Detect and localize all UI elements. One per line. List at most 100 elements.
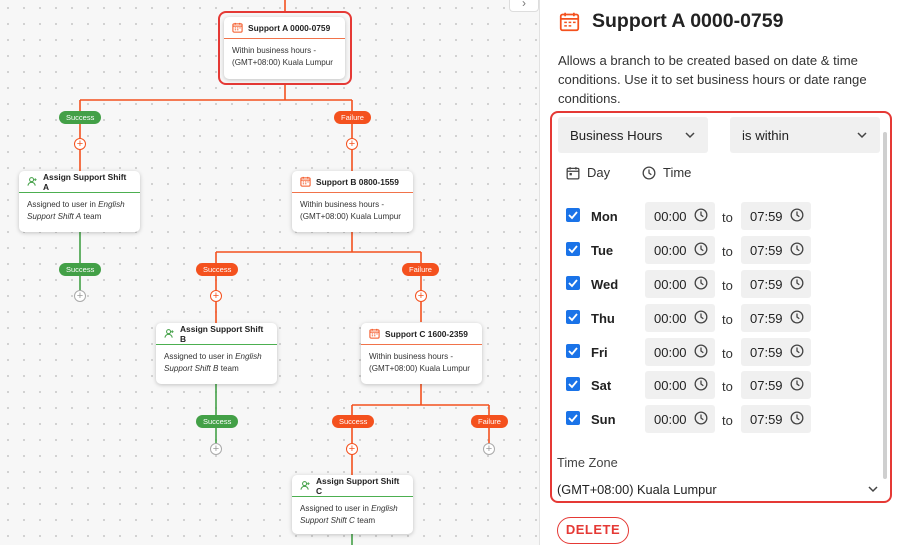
team-name: Support Shift C xyxy=(300,516,355,525)
chevron-down-icon xyxy=(685,132,695,139)
add-step-plus-icon[interactable]: + xyxy=(415,290,427,302)
tab-time[interactable]: Time xyxy=(642,165,691,180)
start-time-field[interactable]: 00:00 xyxy=(645,236,715,264)
panel-title: Support A 0000-0759 xyxy=(592,10,784,32)
tab-day[interactable]: Day xyxy=(566,165,610,180)
day-row-thu: Thu 00:00 to 07:59 xyxy=(566,304,816,332)
node-title: Assign Support Shift A xyxy=(43,171,127,192)
day-row-wed: Wed 00:00 to 07:59 xyxy=(566,270,816,298)
timezone-select[interactable]: (GMT+08:00) Kuala Lumpur xyxy=(557,479,879,499)
start-time-field[interactable]: 00:00 xyxy=(645,202,715,230)
failure-branch-label: Failure xyxy=(471,415,508,428)
end-time-field[interactable]: 07:59 xyxy=(741,304,811,332)
add-step-plus-icon[interactable]: + xyxy=(346,443,358,455)
collapse-panel-button[interactable]: › xyxy=(509,0,539,12)
node-desc-line: Within business hours - xyxy=(300,200,385,209)
clock-icon xyxy=(694,344,708,358)
condition-node-support-b[interactable]: Support B 0800-1559 Within business hour… xyxy=(292,171,413,232)
day-checkbox[interactable] xyxy=(566,411,580,425)
clock-icon xyxy=(694,208,708,222)
day-row-sun: Sun 00:00 to 07:59 xyxy=(566,405,816,433)
timezone-value: (GMT+08:00) Kuala Lumpur xyxy=(557,481,717,497)
day-checkbox[interactable] xyxy=(566,276,580,290)
assign-user-icon xyxy=(300,481,310,490)
add-step-plus-icon[interactable]: + xyxy=(210,443,222,455)
panel-header: Support A 0000-0759 xyxy=(559,10,783,33)
start-time-field[interactable]: 00:00 xyxy=(645,338,715,366)
add-step-plus-icon[interactable]: + xyxy=(483,443,495,455)
day-checkbox[interactable] xyxy=(566,377,580,391)
day-row-mon: Mon 00:00 to 07:59 xyxy=(566,202,816,230)
day-checkbox[interactable] xyxy=(566,344,580,358)
node-desc-line: (GMT+08:00) Kuala Lumpur xyxy=(232,58,333,67)
time-value: 00:00 xyxy=(654,345,687,360)
time-value: 00:00 xyxy=(654,277,687,292)
action-node-assign-shift-a[interactable]: Assign Support Shift A Assigned to user … xyxy=(19,171,140,232)
flow-canvas[interactable]: › Support A 0000-0759 Within business ho… xyxy=(0,0,540,545)
condition-node-support-c[interactable]: Support C 1600-2359 Within business hour… xyxy=(361,323,482,384)
node-title: Support B 0800-1559 xyxy=(316,176,399,187)
start-time-field[interactable]: 00:00 xyxy=(645,304,715,332)
desc-text: Assigned to user in xyxy=(164,352,233,361)
node-description: Assigned to user in English Support Shif… xyxy=(156,345,277,381)
day-checkbox[interactable] xyxy=(566,310,580,324)
time-value: 00:00 xyxy=(654,412,687,427)
add-step-plus-icon[interactable]: + xyxy=(74,138,86,150)
time-value: 00:00 xyxy=(654,243,687,258)
calendar-icon xyxy=(369,328,380,339)
scrollbar[interactable] xyxy=(883,132,887,479)
to-label: to xyxy=(722,346,733,361)
operator-select[interactable]: is within xyxy=(730,117,880,153)
end-time-field[interactable]: 07:59 xyxy=(741,270,811,298)
team-name: English xyxy=(371,504,398,513)
add-step-plus-icon[interactable]: + xyxy=(210,290,222,302)
panel-description: Allows a branch to be created based on d… xyxy=(558,53,867,106)
timezone-label: Time Zone xyxy=(557,455,618,470)
success-branch-label: Success xyxy=(59,111,102,124)
clock-icon xyxy=(790,411,804,425)
clock-icon xyxy=(642,166,656,179)
time-value: 00:00 xyxy=(654,378,687,393)
end-time-field[interactable]: 07:59 xyxy=(741,338,811,366)
properties-panel: Support A 0000-0759 Allows a branch to b… xyxy=(541,0,900,545)
day-label: Sat xyxy=(591,378,612,393)
assign-user-icon xyxy=(27,177,37,186)
node-description: Assigned to user in English Support Shif… xyxy=(19,193,140,229)
add-step-plus-icon[interactable]: + xyxy=(74,290,86,302)
day-checkbox[interactable] xyxy=(566,208,580,222)
end-time-field[interactable]: 07:59 xyxy=(741,371,811,399)
end-time-field[interactable]: 07:59 xyxy=(741,236,811,264)
checkmark-icon xyxy=(568,211,578,220)
end-time-field[interactable]: 07:59 xyxy=(741,202,811,230)
to-label: to xyxy=(722,210,733,225)
time-value: 07:59 xyxy=(750,243,783,258)
time-value: 00:00 xyxy=(654,311,687,326)
node-desc-line: (GMT+08:00) Kuala Lumpur xyxy=(300,212,401,221)
clock-icon xyxy=(790,377,804,391)
desc-text: Assigned to user in xyxy=(300,504,369,513)
assign-user-icon xyxy=(164,329,174,338)
delete-button[interactable]: DELETE xyxy=(557,517,629,544)
node-title: Assign Support Shift C xyxy=(316,475,400,496)
to-label: to xyxy=(722,312,733,327)
calendar-icon xyxy=(232,22,243,33)
day-label: Fri xyxy=(591,345,608,360)
start-time-field[interactable]: 00:00 xyxy=(645,371,715,399)
condition-type-select[interactable]: Business Hours xyxy=(558,117,708,153)
condition-node-support-a[interactable]: Support A 0000-0759 Within business hour… xyxy=(224,17,345,79)
time-value: 07:59 xyxy=(750,277,783,292)
selected-node-highlight xyxy=(218,11,352,85)
tab-day-label: Day xyxy=(587,165,611,180)
clock-icon xyxy=(694,411,708,425)
end-time-field[interactable]: 07:59 xyxy=(741,405,811,433)
start-time-field[interactable]: 00:00 xyxy=(645,405,715,433)
checkmark-icon xyxy=(568,347,578,356)
start-time-field[interactable]: 00:00 xyxy=(645,270,715,298)
add-step-plus-icon[interactable]: + xyxy=(346,138,358,150)
action-node-assign-shift-c[interactable]: Assign Support Shift C Assigned to user … xyxy=(292,475,413,534)
node-description: Assigned to user in English Support Shif… xyxy=(292,497,413,533)
checkmark-icon xyxy=(568,279,578,288)
day-row-sat: Sat 00:00 to 07:59 xyxy=(566,371,816,399)
day-checkbox[interactable] xyxy=(566,242,580,256)
action-node-assign-shift-b[interactable]: Assign Support Shift B Assigned to user … xyxy=(156,323,277,384)
